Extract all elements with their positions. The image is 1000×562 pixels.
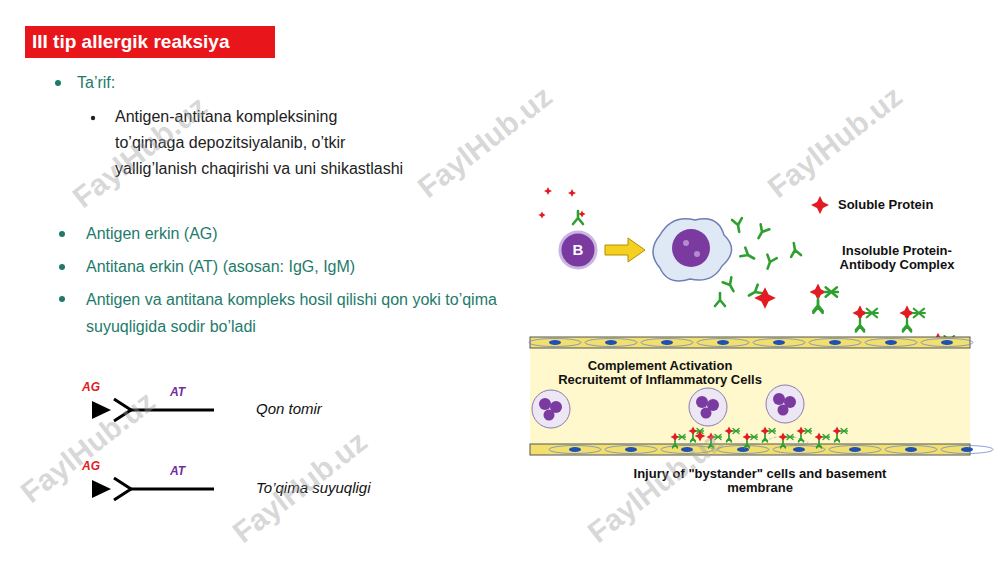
- blood-vessel: Complement ActivationRecruitemt of Infla…: [530, 337, 970, 456]
- bullet-text: Antitana erkin (AT) (asosan: IgG, IgM): [86, 256, 355, 278]
- watermark: FaylHub.uz: [411, 79, 558, 204]
- neutrophil: [532, 385, 804, 428]
- bullet-text: Antigen erkin (AG): [86, 223, 218, 245]
- deposited-complex: [761, 427, 776, 443]
- deposited-complex: [779, 433, 794, 449]
- endothelial-cell: [585, 339, 637, 347]
- endothelial-nucleus: [941, 340, 953, 345]
- endothelial-nucleus: [829, 340, 841, 345]
- deposited-complex: [797, 427, 812, 443]
- endothelial-cell: [941, 446, 993, 454]
- endothelial-nucleus: [661, 340, 673, 345]
- vessel-text: Recruitemt of Inflammatory Cells: [540, 373, 780, 387]
- endothelial-cell: [829, 446, 881, 454]
- endothelial-nucleus: [885, 340, 897, 345]
- complex-label: Insoluble Protein-Antibody Complex: [838, 244, 956, 272]
- legend-note: Soluble Protein: [838, 198, 933, 212]
- b-cell: B: [558, 230, 598, 270]
- deposited-complex: [815, 433, 830, 449]
- endothelial-nucleus: [905, 447, 917, 452]
- endothelial-cell: [921, 339, 973, 347]
- endothelial-cell: [753, 339, 805, 347]
- endothelial-nucleus: [737, 447, 749, 452]
- bullet-text: Antigen va antitana kompleks hosil qilis…: [86, 286, 531, 340]
- definition-heading: Ta’rif:: [77, 73, 115, 93]
- endothelial-nucleus: [625, 447, 637, 452]
- deposited-complex: [725, 427, 740, 443]
- endothelial-nucleus: [569, 447, 581, 452]
- title-banner: III tip allergik reaksiya: [25, 26, 275, 58]
- endothelial-cell: [605, 446, 657, 454]
- endothelial-nucleus: [961, 447, 973, 452]
- antigen-label: AG: [82, 380, 100, 394]
- antibody-label: AT: [170, 385, 185, 399]
- endothelial-cell: [549, 446, 601, 454]
- endothelial-cell: [641, 339, 693, 347]
- site-label: Qon tomir: [256, 400, 322, 417]
- watermark: FaylHub.uz: [761, 79, 908, 204]
- cell-letter: B: [558, 230, 598, 270]
- endothelial-nucleus: [773, 340, 785, 345]
- endothelial-nucleus: [849, 447, 861, 452]
- watermark: FaylHub.uz: [14, 384, 161, 509]
- deposited-complex: [743, 433, 758, 449]
- antibody-label: AT: [170, 464, 185, 478]
- endothelial-cell: [697, 339, 749, 347]
- endothelial-cell: [529, 339, 581, 347]
- endothelial-cell: [885, 446, 937, 454]
- deposited-complex: [833, 427, 848, 443]
- endothelial-nucleus: [793, 447, 805, 452]
- endothelial-nucleus: [549, 340, 561, 345]
- immune-illustration: [529, 187, 993, 455]
- endothelial-cell: [809, 339, 861, 347]
- vessel-text: Complement Activation: [540, 359, 780, 373]
- endothelial-cell: [865, 339, 917, 347]
- endothelial-nucleus: [605, 340, 617, 345]
- endothelial-nucleus: [717, 340, 729, 345]
